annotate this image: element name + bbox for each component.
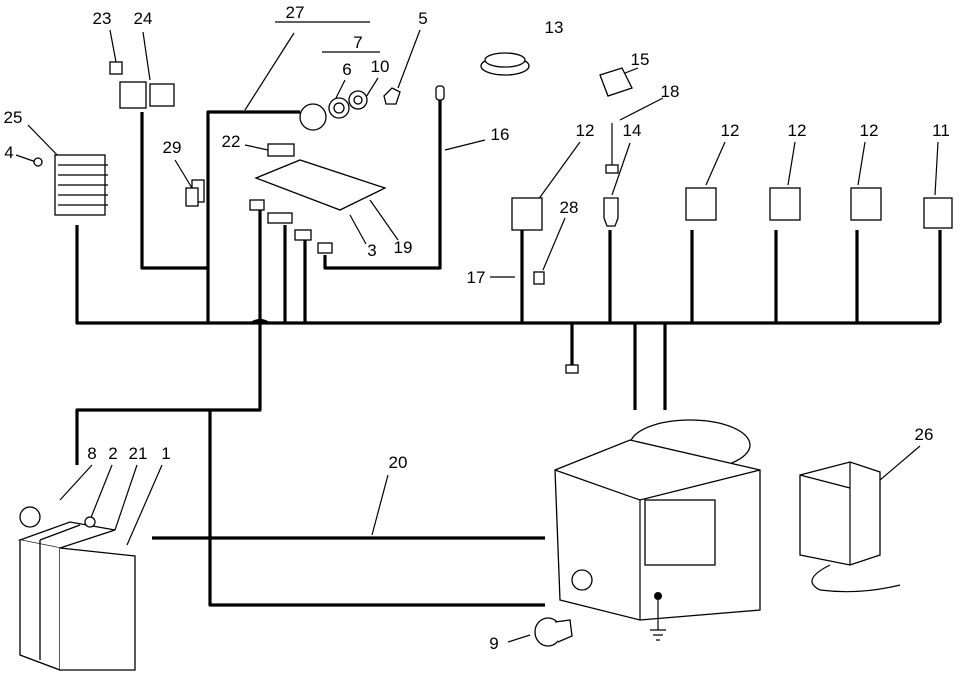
callout-19: 19: [394, 238, 413, 257]
callout-25: 25: [4, 108, 23, 127]
charger-26: [799, 461, 901, 593]
callout-18: 18: [661, 82, 680, 101]
wiring-harness: [75, 100, 942, 607]
callout-7: 7: [353, 33, 362, 52]
callout-22: 22: [222, 132, 241, 151]
callout-12: 12: [788, 121, 807, 140]
callout-4: 4: [4, 143, 13, 162]
callout-15: 15: [631, 50, 650, 69]
callout-12: 12: [576, 121, 595, 140]
callout-28: 28: [560, 198, 579, 217]
key-switch-6-7-10: [299, 87, 401, 131]
relay-23-24: [109, 61, 175, 109]
callout-24: 24: [134, 9, 153, 28]
voltage-regulator-25: [33, 154, 108, 216]
relay-15: [599, 67, 633, 174]
callout-8: 8: [87, 444, 96, 463]
leader-lines: [15, 21, 939, 643]
callout-11: 11: [932, 121, 950, 140]
callout-17: 17: [467, 268, 486, 287]
callout-10: 10: [371, 57, 390, 76]
callout-labels: 23 24 27 7 5 13 6 10 15 18 25 4 29 22 16…: [4, 3, 950, 653]
callout-14: 14: [623, 121, 642, 140]
callout-1: 1: [161, 444, 170, 463]
callout-16: 16: [491, 125, 510, 144]
callout-13: 13: [545, 18, 564, 37]
callout-5: 5: [418, 9, 427, 28]
callout-9: 9: [489, 634, 498, 653]
callout-2: 2: [108, 444, 117, 463]
callout-26: 26: [915, 425, 934, 444]
horn-13: [480, 52, 530, 76]
callout-3: 3: [367, 241, 376, 260]
callout-27: 27: [286, 3, 305, 22]
callout-21: 21: [129, 444, 148, 463]
callout-12: 12: [721, 121, 740, 140]
callout-6: 6: [342, 60, 351, 79]
fuse-9: [534, 617, 573, 647]
callout-23: 23: [93, 9, 112, 28]
switches-12: [185, 187, 953, 374]
connector-16: [435, 85, 445, 101]
circuit-board-19: [191, 143, 387, 254]
callout-20: 20: [389, 453, 408, 472]
callout-12: 12: [860, 121, 879, 140]
engine: [554, 419, 761, 641]
callout-29: 29: [163, 138, 182, 157]
battery-1-2: [17, 506, 136, 671]
